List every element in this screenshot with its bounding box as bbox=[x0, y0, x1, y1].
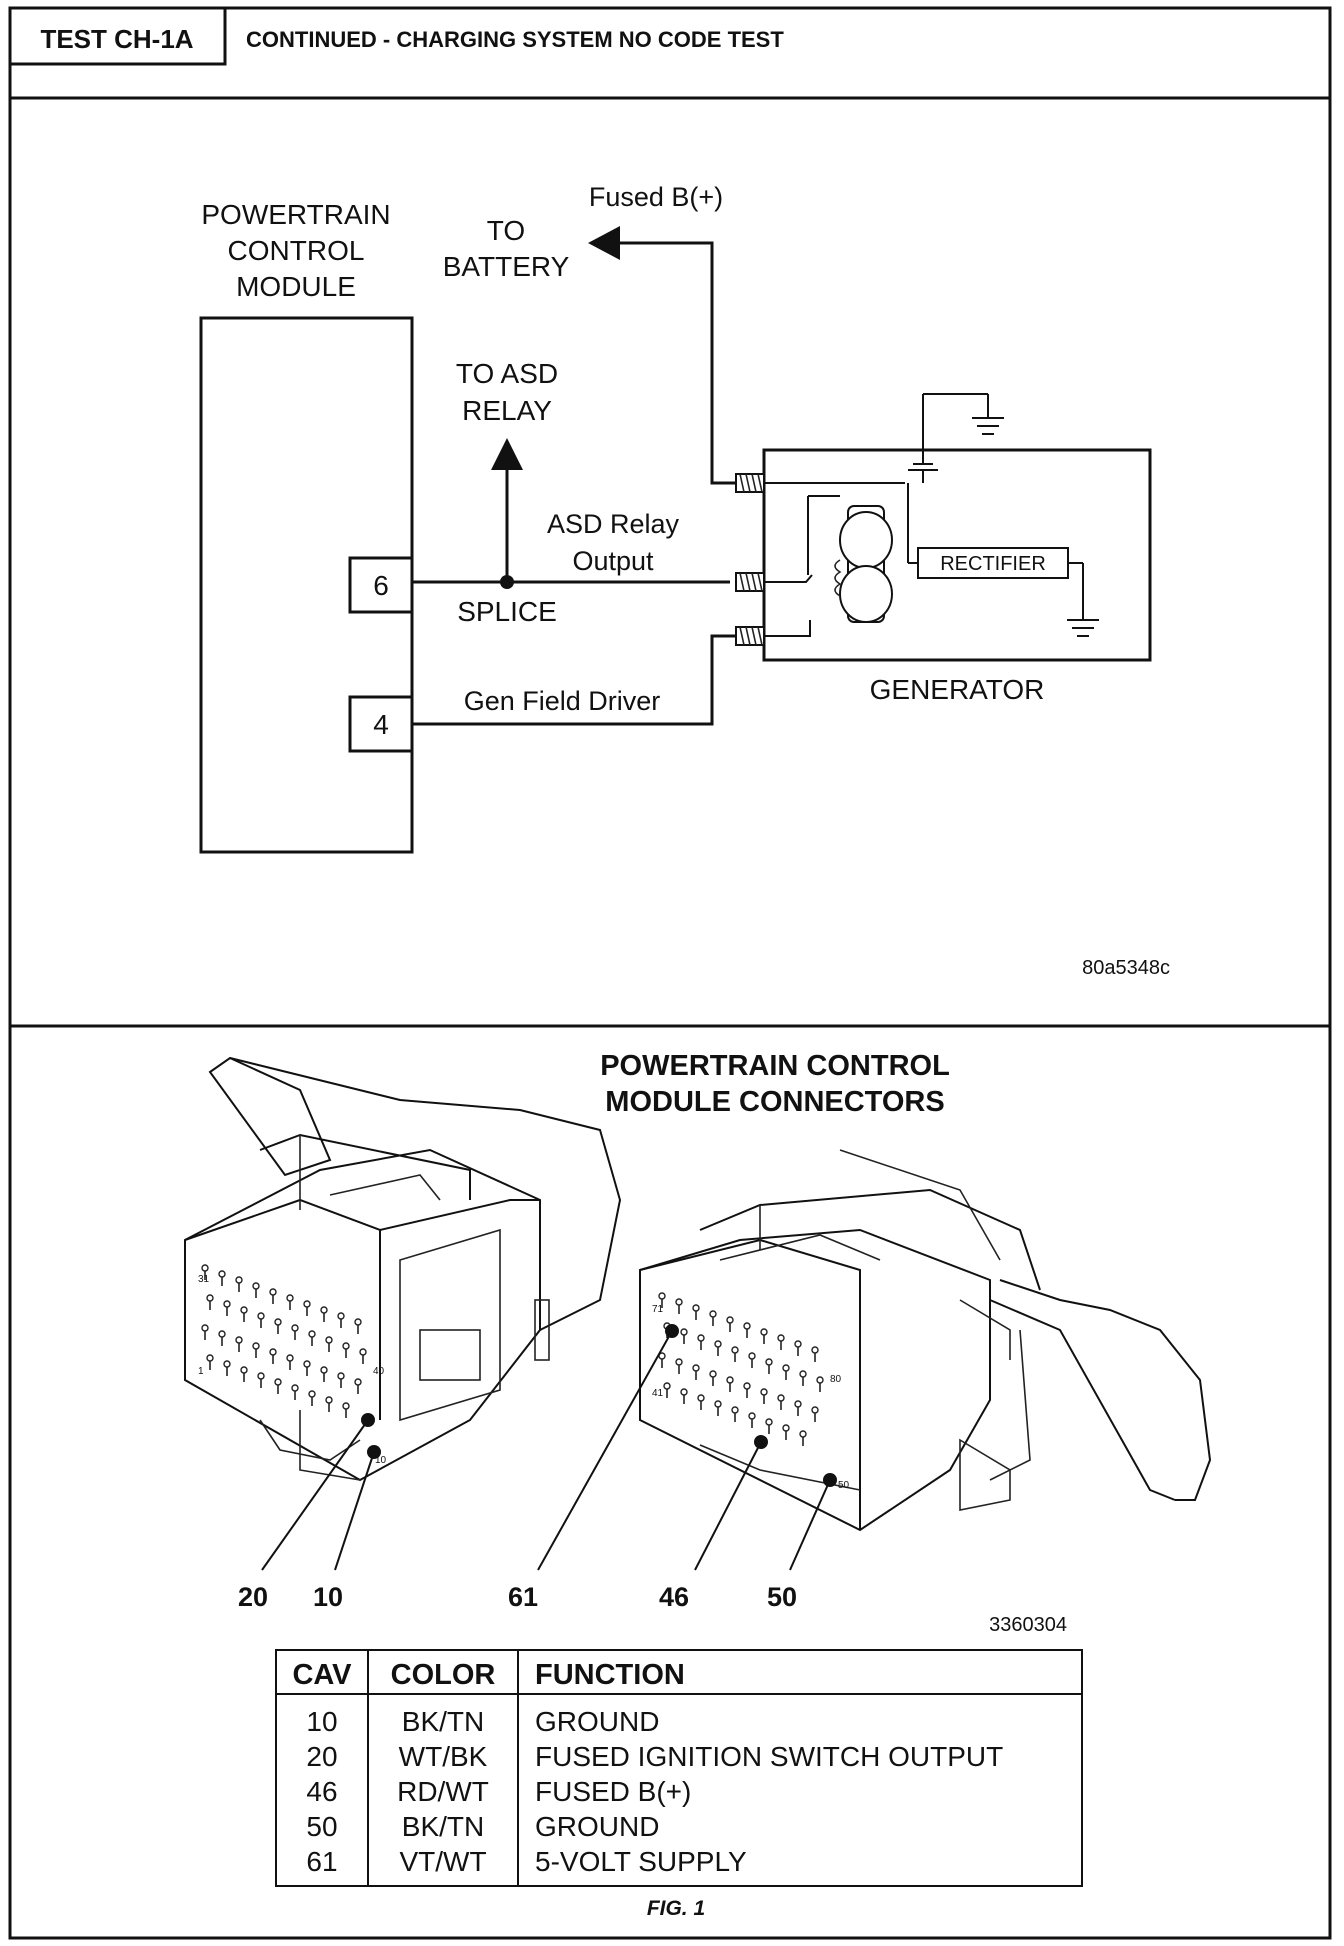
row-1-function: GROUND bbox=[535, 1706, 659, 1737]
left-connector-pins bbox=[201, 1264, 367, 1418]
cavity-table: CAV COLOR FUNCTION 10 BK/TN GROUND 20 WT… bbox=[275, 1649, 1083, 1920]
row-3-function: FUSED B(+) bbox=[535, 1776, 691, 1807]
table-row: 10 BK/TN GROUND bbox=[306, 1706, 659, 1737]
pin-6-label: 6 bbox=[373, 570, 389, 601]
gen-field-driver-label: Gen Field Driver bbox=[464, 686, 661, 716]
row-4-color: BK/TN bbox=[402, 1811, 484, 1842]
pcm-label-line1: POWERTRAIN bbox=[201, 199, 390, 230]
row-1-color: BK/TN bbox=[402, 1706, 484, 1737]
table-row: 20 WT/BK FUSED IGNITION SWITCH OUTPUT bbox=[306, 1741, 1003, 1772]
callout-46: 46 bbox=[659, 1582, 689, 1612]
row-5-color: VT/WT bbox=[399, 1846, 486, 1877]
row-3-cav: 46 bbox=[306, 1776, 337, 1807]
callout-50: 50 bbox=[767, 1582, 797, 1612]
table-row: 61 VT/WT 5-VOLT SUPPLY bbox=[306, 1846, 747, 1877]
table-frame bbox=[275, 1649, 1083, 1887]
callout-61: 61 bbox=[508, 1582, 538, 1612]
table-header-cav: CAV bbox=[292, 1659, 352, 1691]
row-3-color: RD/WT bbox=[397, 1776, 489, 1807]
row-5-function: 5-VOLT SUPPLY bbox=[535, 1846, 747, 1877]
row-4-cav: 50 bbox=[306, 1811, 337, 1842]
brush-assembly bbox=[834, 505, 893, 623]
left-pin-31: 31 bbox=[198, 1274, 210, 1285]
asd-relay-output-line1: ASD Relay bbox=[547, 509, 680, 539]
to-battery-line2: BATTERY bbox=[443, 251, 570, 282]
page-frame bbox=[8, 6, 1332, 1940]
to-battery-line1: TO bbox=[487, 215, 525, 246]
left-connector: 31 40 1 10 bbox=[184, 1056, 622, 1482]
row-2-function: FUSED IGNITION SWITCH OUTPUT bbox=[535, 1741, 1003, 1772]
header-title: CONTINUED - CHARGING SYSTEM NO CODE TEST bbox=[246, 27, 784, 52]
right-connector: 71 80 41 50 bbox=[639, 1149, 1212, 1532]
test-id: TEST CH-1A bbox=[40, 24, 193, 54]
right-pin-71: 71 bbox=[652, 1304, 664, 1315]
charging-schematic: POWERTRAIN CONTROL MODULE 6 4 TO ASD REL… bbox=[199, 182, 1170, 979]
connectors-figure-code: 3360304 bbox=[989, 1614, 1067, 1636]
row-5-cav: 61 bbox=[306, 1846, 337, 1877]
left-pin-40: 40 bbox=[373, 1366, 385, 1377]
callout-20: 20 bbox=[238, 1582, 268, 1612]
rectifier-label: RECTIFIER bbox=[940, 553, 1046, 575]
splice-label: SPLICE bbox=[457, 596, 557, 627]
row-1-cav: 10 bbox=[306, 1706, 337, 1737]
connectors-title-line1: POWERTRAIN CONTROL bbox=[600, 1050, 950, 1082]
left-pin-1: 1 bbox=[198, 1366, 204, 1377]
table-header-function: FUNCTION bbox=[535, 1659, 685, 1691]
battery-arrow bbox=[588, 226, 620, 260]
fused-b-label: Fused B(+) bbox=[589, 182, 723, 212]
right-pin-50: 50 bbox=[838, 1480, 850, 1491]
table-row: 50 BK/TN GROUND bbox=[306, 1811, 659, 1842]
pcm-label-line2: CONTROL bbox=[228, 235, 365, 266]
schematic-figure-code: 80a5348c bbox=[1082, 957, 1170, 979]
callout-10: 10 bbox=[313, 1582, 343, 1612]
pcm-label-line3: MODULE bbox=[236, 271, 356, 302]
generator-label: GENERATOR bbox=[870, 674, 1045, 705]
asd-relay-arrow bbox=[491, 438, 523, 470]
test-id-box bbox=[8, 6, 227, 66]
battery-wire bbox=[620, 241, 736, 485]
generator-box bbox=[762, 448, 1152, 662]
gen-field-driver-wire bbox=[412, 634, 736, 726]
row-4-function: GROUND bbox=[535, 1811, 659, 1842]
pcm-pin-6 bbox=[348, 556, 414, 614]
table-row: 46 RD/WT FUSED B(+) bbox=[306, 1776, 691, 1807]
callout-leaders bbox=[261, 1330, 831, 1571]
right-pin-80: 80 bbox=[830, 1374, 842, 1385]
row-2-color: WT/BK bbox=[399, 1741, 488, 1772]
table-header-color: COLOR bbox=[391, 1659, 496, 1691]
pin-4-label: 4 bbox=[373, 709, 389, 740]
left-pin-10: 10 bbox=[375, 1455, 387, 1466]
asd-relay-output-line2: Output bbox=[572, 546, 654, 576]
connector-illustration: POWERTRAIN CONTROL MODULE CONNECTORS bbox=[184, 1050, 1212, 1636]
right-connector-pins bbox=[658, 1292, 824, 1446]
row-2-cav: 20 bbox=[306, 1741, 337, 1772]
connectors-title-line2: MODULE CONNECTORS bbox=[605, 1086, 944, 1118]
generator-internal-wiring bbox=[764, 393, 1099, 637]
generator-terminals bbox=[735, 473, 765, 646]
to-asd-relay-line2: RELAY bbox=[462, 395, 552, 426]
to-asd-relay-line1: TO ASD bbox=[456, 358, 558, 389]
right-pin-41: 41 bbox=[652, 1388, 664, 1399]
figure-caption: FIG. 1 bbox=[647, 1897, 705, 1920]
